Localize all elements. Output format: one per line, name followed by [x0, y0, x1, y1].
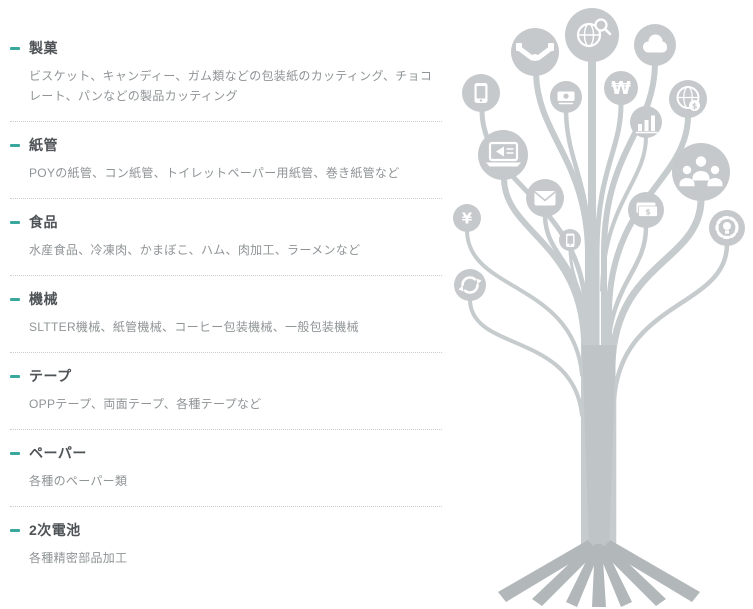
tree-roots [498, 540, 700, 607]
tree-trunk [582, 345, 616, 550]
mobile-phone-icon [462, 74, 500, 112]
won-glyph: ₩ [611, 78, 631, 99]
yen-currency-icon: ¥ [453, 204, 481, 232]
globe-search-icon [565, 8, 619, 62]
dash-bullet-icon [10, 297, 20, 301]
category-description: OPPテープ、両面テープ、各種テープなど [29, 397, 262, 411]
category-title-text: 紙管 [29, 137, 58, 153]
category-section-tape: テープ OPPテープ、両面テープ、各種テープなど [10, 353, 442, 430]
category-description: POYの紙管、コン紙管、トイレットペーパー用紙管、巻き紙管など [29, 166, 400, 180]
tree-icon-bubbles: ₩ $ [453, 8, 745, 301]
category-description: 各種精密部品加工 [29, 551, 128, 565]
cash-icon [550, 81, 582, 113]
small-phone-icon [559, 229, 581, 251]
tree-branches [465, 54, 730, 552]
category-title: 製菓 [10, 38, 442, 58]
category-section-battery: 2次電池 各種精密部品加工 [10, 507, 442, 583]
gear-bulb-icon [709, 210, 745, 246]
category-description: 各種のペーパー類 [29, 474, 128, 488]
category-title-text: 製菓 [29, 40, 58, 56]
category-section-confectionery: 製菓 ビスケット、キャンディー、ガム類などの包装紙のカッティング、チョコレート、… [10, 30, 442, 122]
category-title: テープ [10, 366, 442, 386]
category-title: 2次電池 [10, 520, 442, 540]
globe-dollar-icon: $ [669, 80, 707, 118]
dollar-glyph: $ [645, 207, 651, 216]
category-title-text: テープ [29, 368, 72, 384]
category-title-text: 食品 [29, 214, 58, 230]
category-description: 水産食品、冷凍肉、かまぼこ、ハム、肉加工、ラーメンなど [29, 243, 361, 257]
category-title: 機械 [10, 289, 442, 309]
category-section-food: 食品 水産食品、冷凍肉、かまぼこ、ハム、肉加工、ラーメンなど [10, 199, 442, 276]
handshake-icon [511, 28, 559, 76]
category-description: SLTTER機械、紙管機械、コーヒー包装機械、一般包装機械 [29, 320, 359, 334]
category-section-paper: ペーパー 各種のペーパー類 [10, 430, 442, 507]
yen-glyph: ¥ [462, 210, 473, 228]
dash-bullet-icon [10, 374, 20, 378]
category-title-text: 機械 [29, 291, 58, 307]
envelope-icon [526, 179, 564, 217]
bar-chart-icon [630, 106, 662, 138]
category-title: ペーパー [10, 443, 442, 463]
category-title-text: 2次電池 [29, 522, 81, 538]
dash-bullet-icon [10, 528, 20, 532]
category-title: 食品 [10, 212, 442, 232]
category-list: 製菓 ビスケット、キャンディー、ガム類などの包装紙のカッティング、チョコレート、… [10, 30, 442, 583]
people-network-icon [672, 143, 730, 201]
category-section-machinery: 機械 SLTTER機械、紙管機械、コーヒー包装機械、一般包装機械 [10, 276, 442, 353]
laptop-megaphone-icon [478, 130, 528, 180]
dash-bullet-icon [10, 451, 20, 455]
dash-bullet-icon [10, 143, 20, 147]
dash-bullet-icon [10, 220, 20, 224]
won-currency-icon: ₩ [604, 71, 638, 105]
dash-bullet-icon [10, 46, 20, 50]
category-description: ビスケット、キャンディー、ガム類などの包装紙のカッティング、チョコレート、パンな… [29, 69, 433, 103]
banknotes-icon: $ [628, 192, 664, 228]
business-tree-graphic: ₩ $ [453, 8, 745, 607]
cloud-icon [634, 24, 676, 66]
refresh-arrows-icon [454, 269, 486, 301]
category-title-text: ペーパー [29, 445, 87, 461]
dollar-glyph: $ [692, 102, 698, 111]
category-title: 紙管 [10, 135, 442, 155]
category-section-paper-tube: 紙管 POYの紙管、コン紙管、トイレットペーパー用紙管、巻き紙管など [10, 122, 442, 199]
